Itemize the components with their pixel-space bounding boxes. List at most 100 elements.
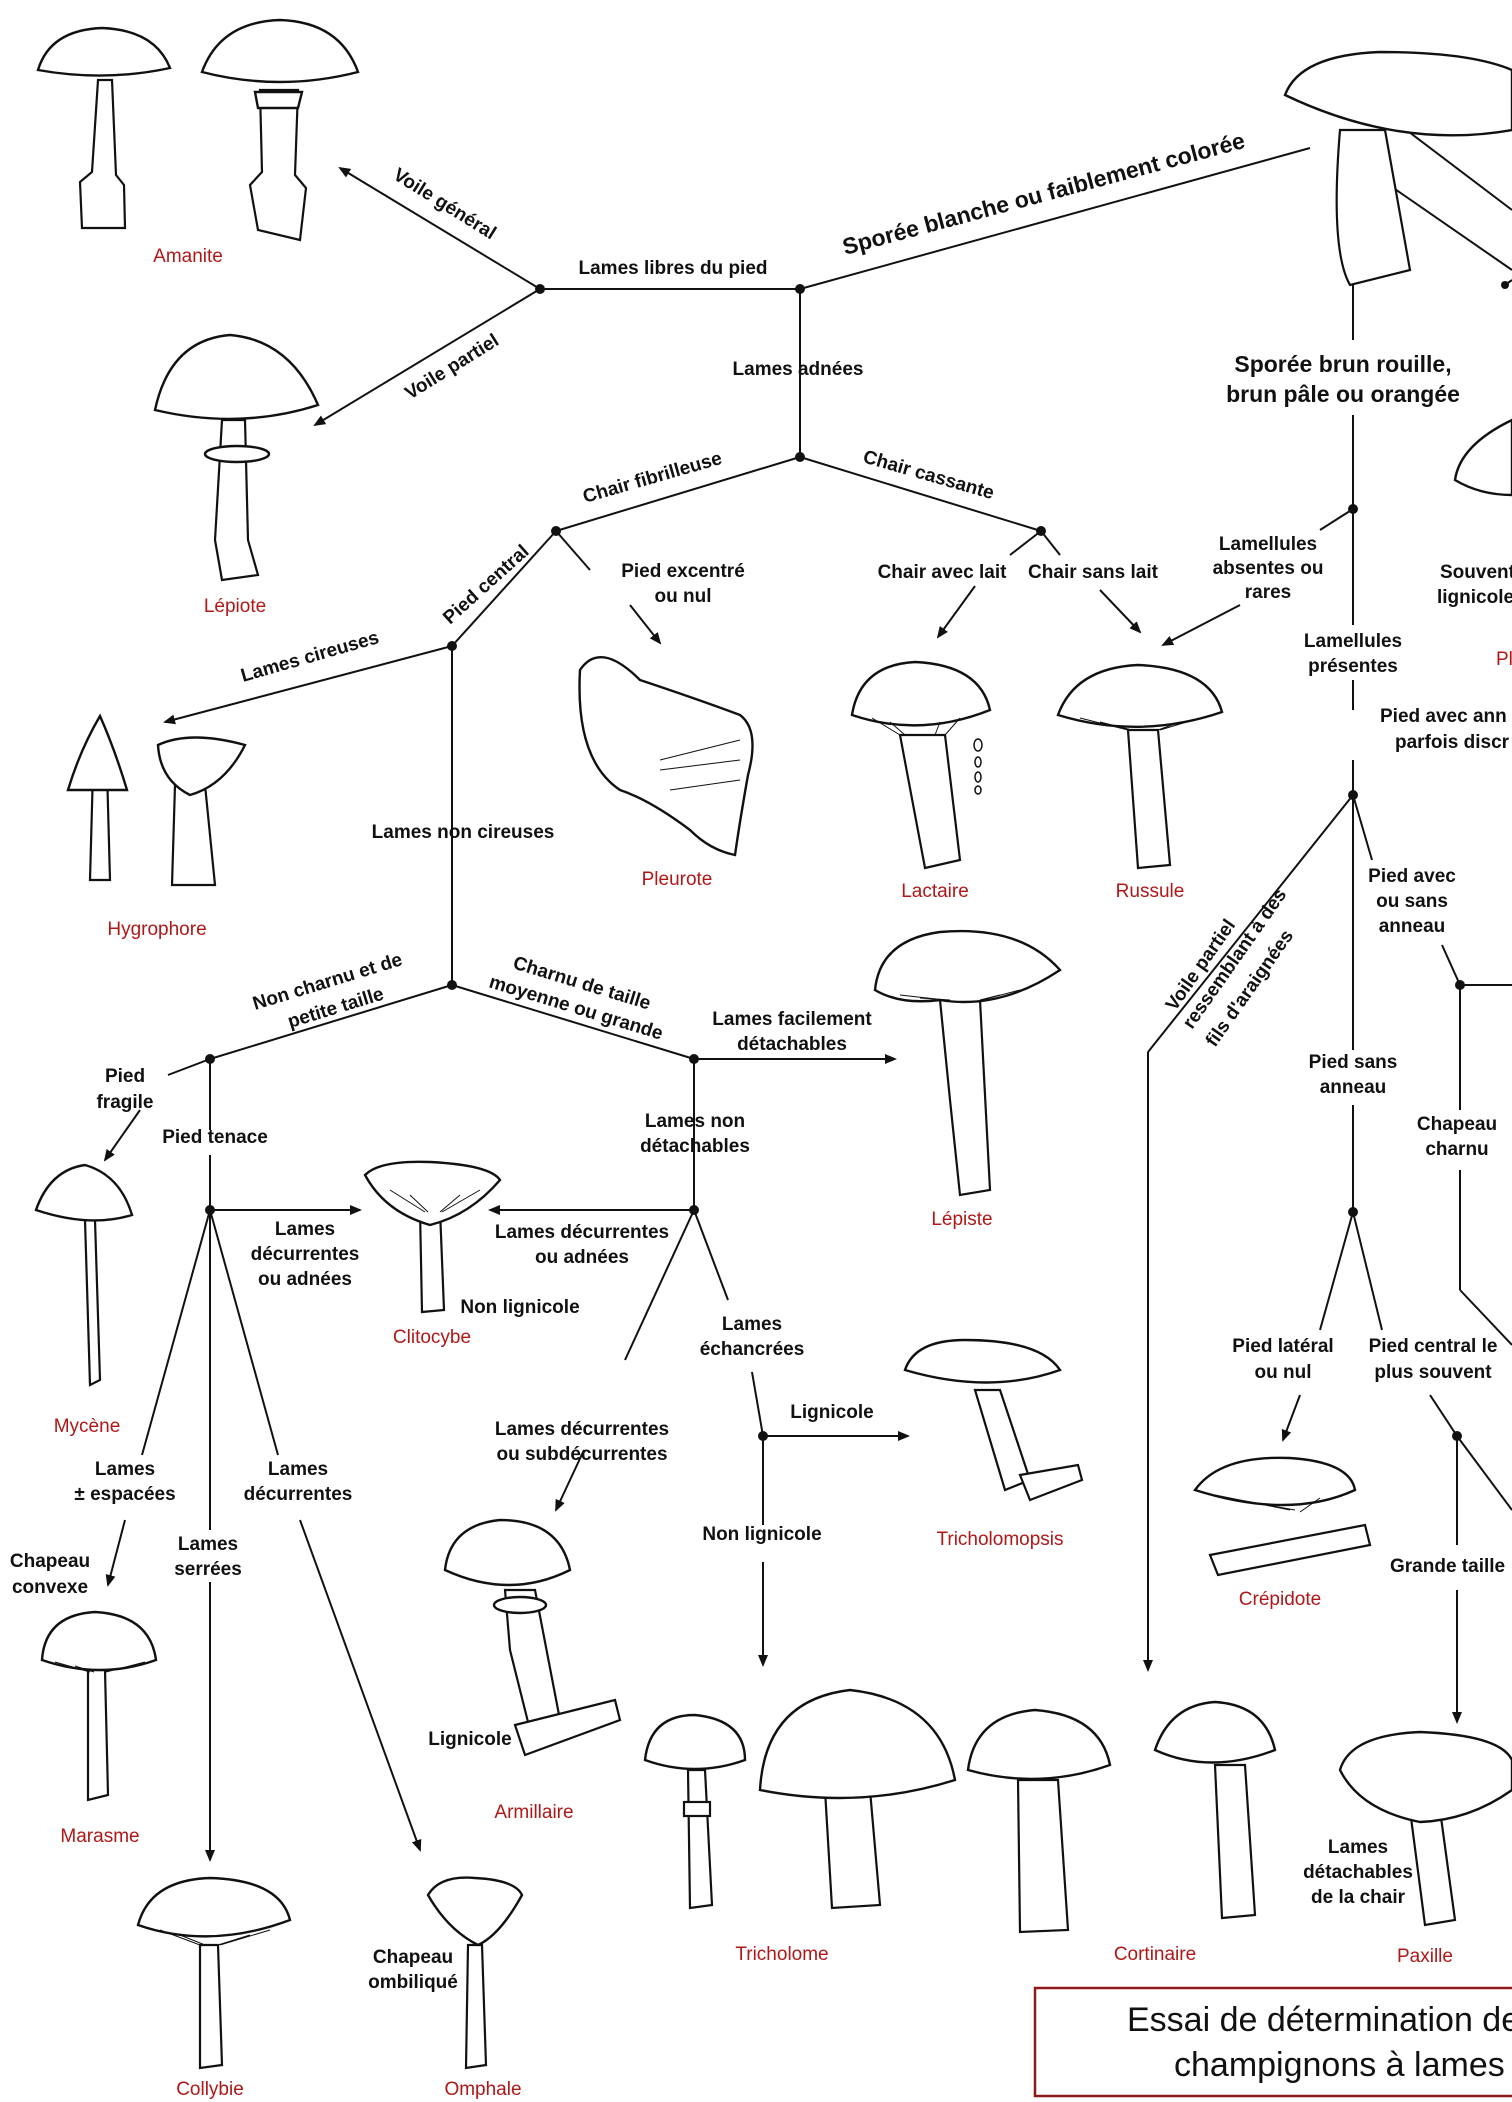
connector-lines [103, 109, 1512, 1862]
label-lames-dec-adnees-3: ou adnées [258, 1269, 352, 1290]
label-lamellules-absentes-3: rares [1245, 582, 1292, 603]
genus-clitocybe: Clitocybe [393, 1327, 471, 1348]
marasme-illustration [40, 1610, 158, 1802]
genus-lepiste: Lépiste [931, 1209, 992, 1230]
label-lames-dec-subdec-2: ou subdécurrentes [496, 1444, 667, 1465]
label-lames-facilement-1: Lames facilement [712, 1009, 872, 1030]
label-lames-dec-adnees-2: décurrentes [251, 1244, 360, 1265]
label-lames-dec-adnees-1: Lames [275, 1219, 335, 1240]
genus-lactaire: Lactaire [901, 881, 969, 902]
label-pied-lateral-2: ou nul [1255, 1362, 1312, 1383]
genus-hygrophore: Hygrophore [107, 919, 206, 940]
label-lames-libres: Lames libres du pied [579, 258, 768, 279]
amanite-illustration-1 [36, 26, 172, 230]
label-lames-facilement-2: détachables [737, 1034, 847, 1055]
title-box: Essai de détermination de champignons à … [1033, 1986, 1512, 2098]
cortinaire-illustration [966, 1700, 1277, 1934]
paxille-illustration [1338, 1730, 1512, 1927]
label-chapeau-ombilique-2: ombiliqué [368, 1972, 458, 1993]
label-pied-lateral-1: Pied latéral [1232, 1336, 1333, 1357]
omphale-illustration [426, 1876, 524, 2070]
label-lames-det-chair-3: de la chair [1311, 1887, 1406, 1908]
label-chair-fibrilleuse: Chair fibrilleuse [581, 448, 725, 508]
label-spore-white: Sporée blanche ou faiblement colorée [840, 127, 1248, 260]
label-pied-excentre-2: ou nul [655, 586, 712, 607]
junction-dots [205, 281, 1509, 1441]
mushroom-illustrations [34, 18, 1512, 2070]
label-pied-avec-sans-3: anneau [1379, 916, 1446, 937]
label-pied-excentre-1: Pied excentré [621, 561, 745, 582]
genus-amanite: Amanite [153, 246, 223, 267]
genus-partial-pl: Pl [1496, 649, 1512, 670]
label-non-lignicole-2: Non lignicole [702, 1524, 821, 1545]
label-spore-brun-1: Sporée brun rouille, [1234, 351, 1451, 377]
label-lamellules-presentes-2: présentes [1308, 656, 1398, 677]
label-lames-echancrees-1: Lames [722, 1314, 782, 1335]
label-lames-decurrentes-2: décurrentes [244, 1484, 353, 1505]
label-lames-decurrentes-1: Lames [268, 1459, 328, 1480]
label-pied-avec-sans-1: Pied avec [1368, 866, 1456, 887]
label-lames-espacees-2: ± espacées [74, 1484, 175, 1505]
genus-crepidote: Crépidote [1239, 1589, 1321, 1610]
lactaire-illustration [850, 660, 992, 870]
label-lamellules-absentes-1: Lamellules [1219, 534, 1317, 555]
genus-pleurote: Pleurote [642, 869, 713, 890]
label-lignicole: Lignicole [790, 1402, 873, 1423]
mycene-illustration [34, 1163, 134, 1387]
label-chair-sans-lait: Chair sans lait [1028, 562, 1159, 583]
label-pied-sans-anneau-2: anneau [1320, 1077, 1387, 1098]
label-pied-avec-ann-1: Pied avec ann [1380, 706, 1507, 727]
label-lames-non-cireuses: Lames non cireuses [372, 822, 555, 843]
pleurote-illustration [578, 656, 754, 857]
genus-omphale: Omphale [444, 2079, 521, 2100]
label-pied-fragile-2: fragile [96, 1092, 153, 1113]
label-souvent-2: lignicole [1437, 587, 1512, 608]
label-lames-dec-ou-adnees-1: Lames décurrentes [495, 1222, 669, 1243]
title-line-1: Essai de détermination de [1127, 2001, 1512, 2039]
label-lames-serrees-2: serrées [174, 1559, 242, 1580]
label-pied-central-le-2: plus souvent [1374, 1362, 1492, 1383]
label-pied-sans-anneau-1: Pied sans [1309, 1052, 1398, 1073]
label-chapeau-convexe-2: convexe [12, 1577, 88, 1598]
label-lames-det-chair-1: Lames [1328, 1837, 1388, 1858]
genus-marasme: Marasme [60, 1826, 139, 1847]
crepidote-illustration [1193, 1456, 1372, 1577]
partial-mushroom-right-middle [1453, 418, 1512, 497]
genus-cortinaire: Cortinaire [1114, 1944, 1196, 1965]
genus-tricholomopsis: Tricholomopsis [936, 1529, 1063, 1550]
title-line-2: champignons à lames [1174, 2046, 1505, 2084]
lepiote-illustration [153, 333, 320, 582]
label-lames-dec-ou-adnees-2: ou adnées [535, 1247, 629, 1268]
clitocybe-illustration [363, 1160, 502, 1314]
label-lames-echancrees-2: échancrées [700, 1339, 805, 1360]
amanite-illustration-2 [200, 18, 360, 242]
label-lames-adnees: Lames adnées [733, 359, 864, 380]
label-pied-tenace: Pied tenace [162, 1127, 268, 1148]
tricholome-illustration [643, 1688, 957, 1910]
genus-names: Amanite Lépiote Hygrophore Pleurote Lact… [54, 246, 1512, 2100]
label-spore-brun-2: brun pâle ou orangée [1226, 381, 1460, 407]
label-chapeau-charnu-1: Chapeau [1417, 1114, 1497, 1135]
genus-collybie: Collybie [176, 2079, 244, 2100]
collybie-illustration [136, 1876, 292, 2070]
genus-russule: Russule [1116, 881, 1185, 902]
label-souvent-1: Souvent [1440, 562, 1512, 583]
label-lamellules-presentes-1: Lamellules [1304, 631, 1402, 652]
lepiste-illustration [873, 929, 1062, 1197]
label-chapeau-ombilique-1: Chapeau [373, 1947, 453, 1968]
label-chair-avec-lait: Chair avec lait [878, 562, 1008, 583]
armillaire-illustration [443, 1518, 622, 1757]
label-lames-cireuses: Lames cireuses [239, 627, 382, 686]
label-pied-central: Pied central [439, 541, 533, 629]
label-lames-espacees-1: Lames [95, 1459, 155, 1480]
label-lignicole-2: Lignicole [428, 1729, 511, 1750]
label-pied-avec-sans-2: ou sans [1376, 891, 1448, 912]
russule-illustration [1056, 663, 1224, 870]
label-lamellules-absentes-2: absentes ou [1213, 558, 1324, 579]
label-lames-det-chair-2: détachables [1303, 1862, 1413, 1883]
genus-lepiote: Lépiote [204, 596, 266, 617]
genus-armillaire: Armillaire [494, 1802, 573, 1823]
label-pied-fragile-1: Pied [105, 1066, 145, 1087]
